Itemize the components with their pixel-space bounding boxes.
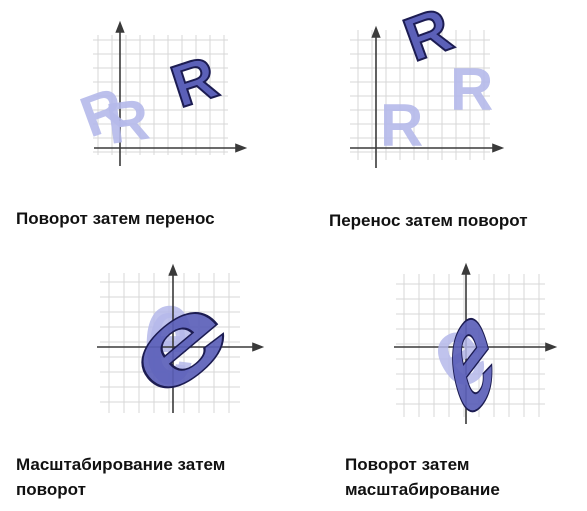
axes — [394, 262, 558, 424]
caption-line: Масштабирование затем — [16, 455, 226, 474]
caption-line: Поворот затем — [345, 455, 470, 474]
ghost-letter-original: R — [380, 92, 423, 159]
diagram-scale-then-rotate: e e e — [97, 254, 265, 423]
caption-translate-then-rotate: Перенос затем поворот — [329, 208, 528, 233]
caption-scale-then-rotate: Масштабирование затем поворот — [16, 452, 225, 502]
letter-transformed: e — [100, 267, 252, 422]
ghost-letter-rotated: R — [103, 87, 154, 157]
caption-rotate-then-translate: Поворот затем перенос — [16, 206, 215, 231]
diagram-rotate-then-translate: R R R — [72, 20, 248, 166]
axes — [97, 263, 265, 413]
letter-transformed: R — [163, 43, 225, 120]
grid — [396, 274, 545, 417]
grid — [93, 35, 228, 155]
caption-rotate-then-scale: Поворот затем масштабирование — [345, 452, 500, 502]
axes — [94, 20, 248, 166]
ghost-letter-scaled: e — [147, 267, 189, 412]
diagram-translate-then-rotate: R R R — [350, 0, 505, 168]
caption-line: масштабирование — [345, 480, 500, 499]
grid — [100, 273, 240, 413]
caption-line: поворот — [16, 480, 86, 499]
axes — [350, 25, 505, 168]
grid — [350, 30, 490, 160]
ghost-letter-translated: R — [450, 56, 493, 123]
ghost-letter-original: e — [143, 254, 196, 413]
diagram-rotate-then-scale: e e — [394, 248, 558, 459]
caption-line: Перенос затем поворот — [329, 211, 528, 230]
caption-line: Поворот затем перенос — [16, 209, 215, 228]
